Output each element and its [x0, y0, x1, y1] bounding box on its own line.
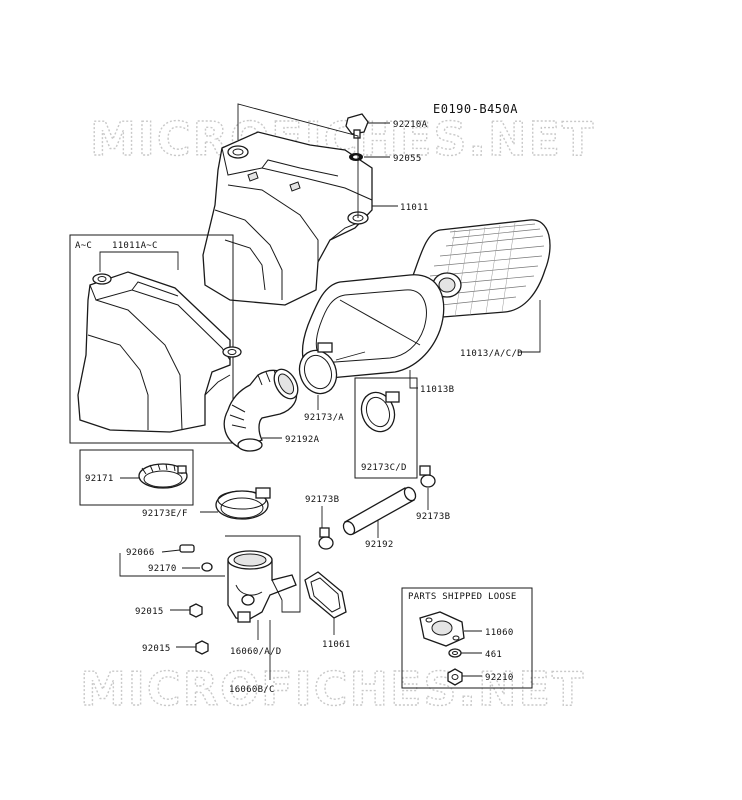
variant-box-label: A~C	[75, 241, 92, 251]
hose-clamp-92173B-right	[419, 465, 436, 488]
label-92173A: 92173/A	[304, 413, 344, 423]
label-11060: 11060	[485, 628, 514, 638]
label-92171: 92171	[85, 474, 114, 484]
breather-hose-92192	[342, 486, 417, 536]
washer-461	[448, 648, 462, 658]
clamp-92173A	[298, 342, 338, 395]
hose-clamp-92173B-left	[318, 527, 334, 550]
watermark-bottom: MICROFICHES.NET	[80, 662, 585, 716]
label-11013B: 11013B	[420, 385, 454, 395]
label-92015-upper: 92015	[135, 607, 164, 617]
label-92066: 92066	[126, 548, 155, 558]
clamp-box-92173CD	[354, 377, 418, 479]
label-92210A: 92210A	[393, 120, 428, 130]
label-92192A: 92192A	[285, 435, 320, 445]
parts-shipped-loose-box	[401, 587, 533, 689]
clamp-box-92171	[79, 449, 194, 506]
label-11011: 11011	[400, 203, 429, 213]
clamp-92173EF	[215, 487, 271, 520]
gasket-11061	[304, 571, 347, 619]
label-92015-lower: 92015	[142, 644, 171, 654]
clamp-92173CD	[360, 391, 400, 433]
air-filter-element-11013	[409, 219, 551, 319]
leader-bracket-11011	[237, 103, 359, 218]
clamp-92171	[138, 463, 188, 489]
label-16060B-C: 16060B/C	[229, 685, 275, 695]
label-461: 461	[485, 650, 502, 660]
label-92173B-right: 92173B	[416, 512, 450, 522]
elbow-16060	[227, 550, 297, 623]
wing-nut-92210A	[345, 113, 369, 139]
label-92055: 92055	[393, 154, 422, 164]
gasket-11060	[419, 611, 465, 647]
diagram-code: E0190-B450A	[433, 102, 518, 116]
hose-92192A	[223, 368, 299, 452]
parts-shipped-loose-title: PARTS SHIPPED LOOSE	[408, 592, 517, 602]
pre-cleaner-11013B	[302, 274, 445, 379]
grommet-92170	[201, 562, 213, 572]
nut-92015-lower	[195, 640, 209, 655]
label-16060-A-D: 16060/A/D	[230, 647, 281, 657]
label-92173E-F: 92173E/F	[142, 509, 188, 519]
label-92173C-D: 92173C/D	[361, 463, 407, 473]
label-92192: 92192	[365, 540, 394, 550]
label-11061: 11061	[322, 640, 351, 650]
pin-92066	[179, 544, 195, 553]
nut-92210	[447, 668, 463, 686]
nut-92015-upper	[189, 603, 203, 618]
label-92173B-left: 92173B	[305, 495, 339, 505]
washer-92055	[349, 153, 363, 161]
label-11011A-C: 11011A~C	[112, 241, 158, 251]
label-11013-A-C-D: 11013/A/C/D	[460, 349, 523, 359]
air-cleaner-housing-11011A-C	[77, 271, 242, 433]
variant-box-ac	[69, 234, 234, 444]
label-92210: 92210	[485, 673, 514, 683]
air-cleaner-housing-11011	[202, 131, 373, 306]
label-92170: 92170	[148, 564, 177, 574]
